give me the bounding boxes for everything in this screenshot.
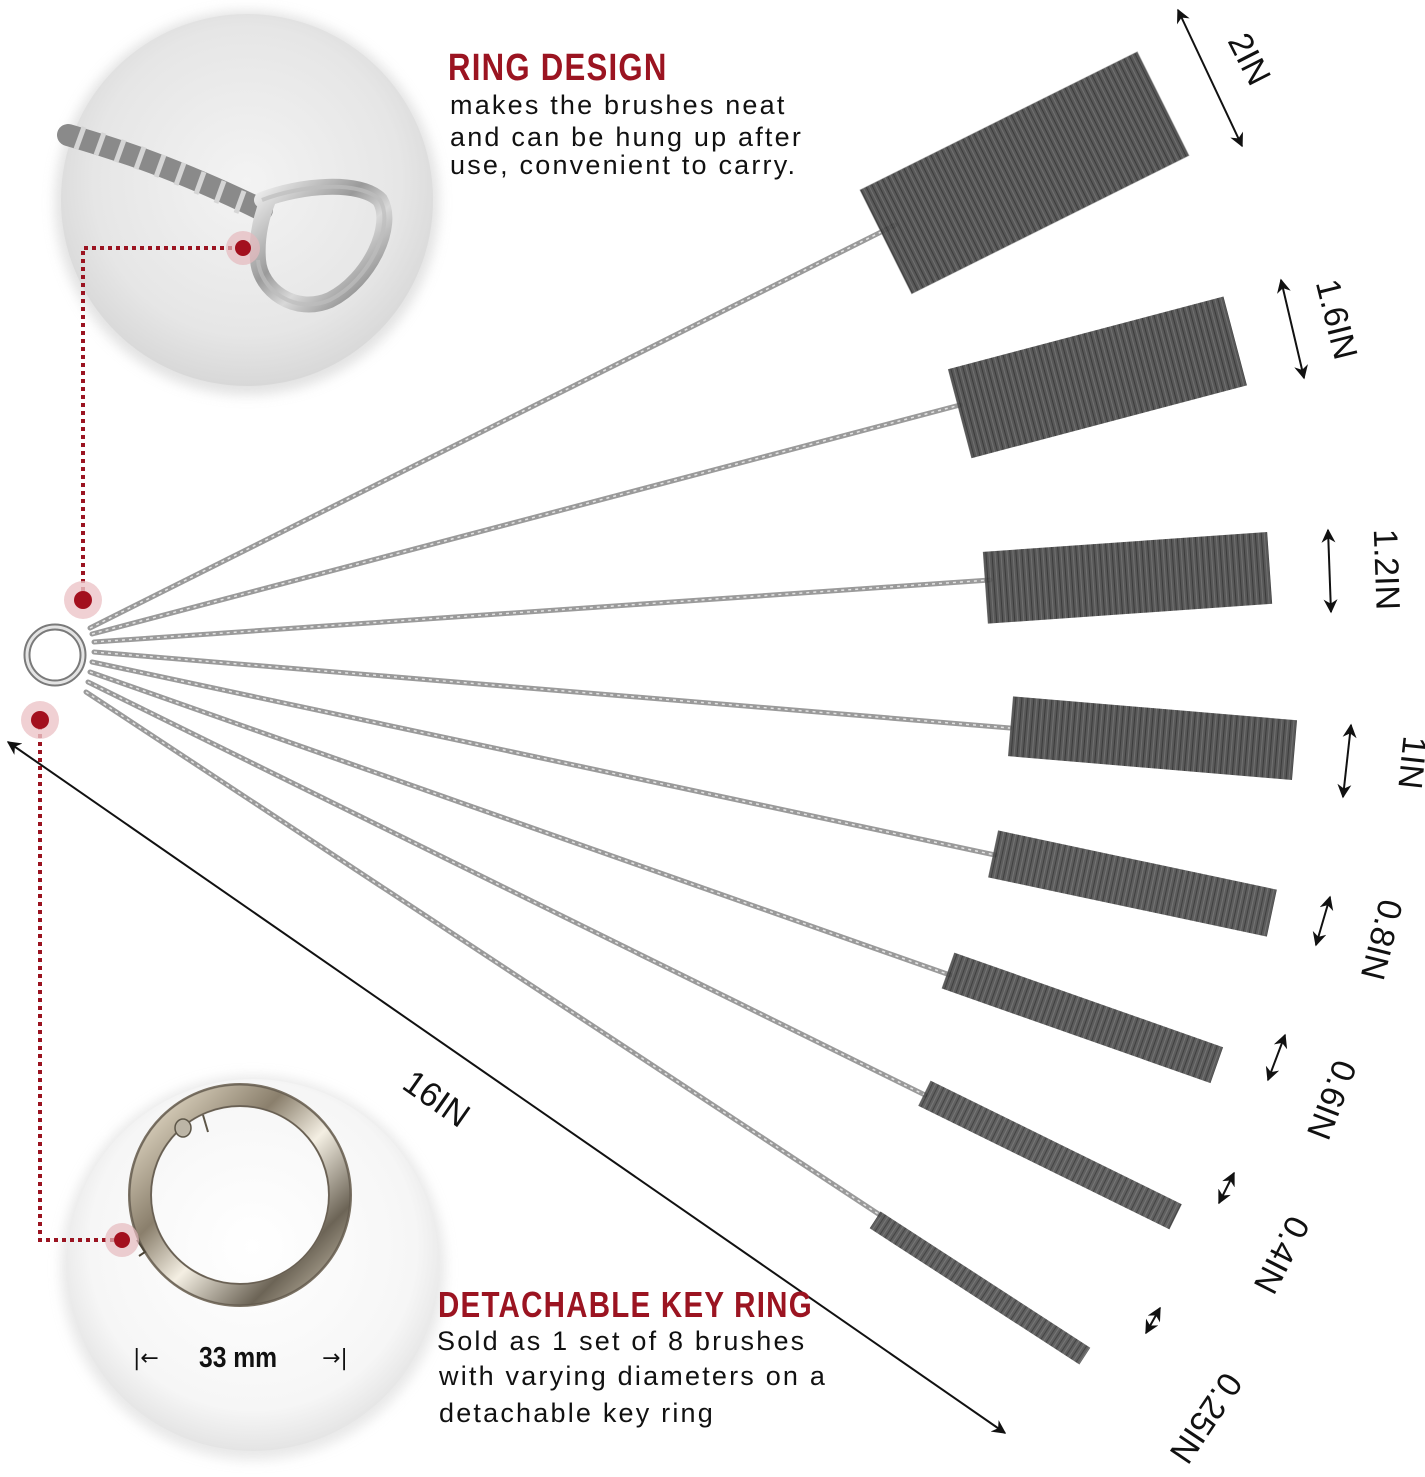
diameter-right-marker: →|	[322, 1346, 348, 1371]
key-ring-heading: DETACHABLE KEY RING	[438, 1284, 813, 1325]
callout-dot-ring-top	[64, 581, 102, 619]
callout-dot-ring-design	[226, 231, 260, 265]
ring-design-detail-circle	[55, 11, 439, 395]
size-label-1.2in: 1.2IN	[1365, 528, 1407, 611]
ring-design-heading: RING DESIGN	[448, 47, 668, 89]
key-ring-line-3: detachable key ring	[439, 1398, 715, 1428]
brush-head-1in	[1007, 696, 1298, 781]
key-ring-line-2: with varying diameters on a	[439, 1361, 828, 1391]
brush-head-0.4in	[918, 1080, 1182, 1230]
brush-head-1.2in	[982, 531, 1273, 624]
brush-head-0.6in	[941, 952, 1224, 1084]
diameter-left-marker: |←	[133, 1346, 159, 1371]
length-arrow-16in	[6, 741, 1007, 1434]
key-ring-detail-circle	[61, 1076, 445, 1460]
dimension-arrows	[6, 8, 1357, 1434]
key-ring-line-1: Sold as 1 set of 8 brushes	[437, 1326, 807, 1356]
ring-design-line-2: and can be hung up after	[450, 122, 804, 152]
callout-dot-key-ring	[105, 1223, 139, 1257]
callout-dot-ring-bottom	[21, 701, 59, 739]
brush-head-1.6in	[947, 296, 1247, 459]
size-label-1in: 1IN	[1390, 734, 1425, 791]
diameter-label: 33 mm	[199, 1342, 278, 1374]
brush-head-0.8in	[988, 830, 1277, 937]
brush-head-2in	[859, 51, 1190, 295]
ring-design-line-3: use, convenient to carry.	[450, 150, 798, 180]
ring-design-line-1: makes the brushes neat	[450, 90, 787, 120]
brush-head-0.25in	[869, 1211, 1091, 1365]
brush-key-ring	[23, 623, 87, 687]
